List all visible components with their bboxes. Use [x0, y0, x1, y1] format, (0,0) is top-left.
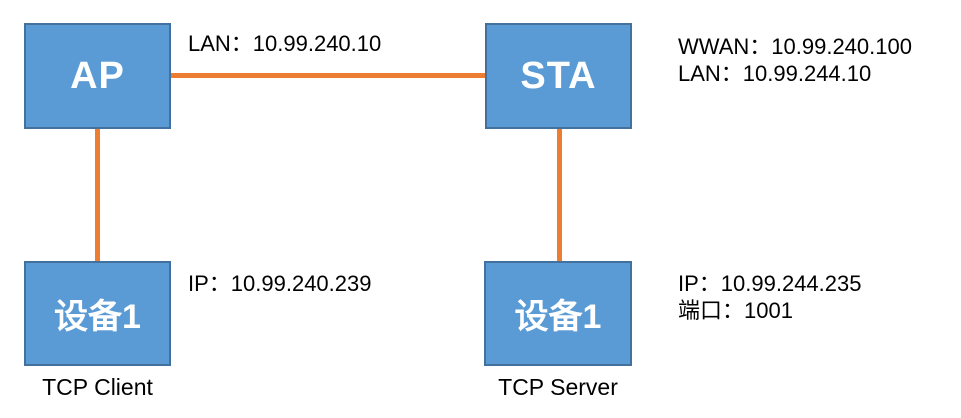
annotation-server: IP：10.99.244.235 端口：1001 [678, 270, 861, 324]
link-ap-sta [171, 73, 485, 78]
annotation-ap-sta-lan-ip: LAN：10.99.240.10 [188, 31, 382, 56]
annotation-sta-wwan-ip: WWAN：10.99.240.100 [678, 34, 912, 59]
node-server-device: 设备1 [484, 261, 632, 366]
node-ap-label: AP [70, 54, 125, 97]
annotation-server-ip: IP：10.99.244.235 [678, 271, 862, 296]
node-sta-label: STA [520, 54, 597, 97]
caption-tcp-client: TCP Client [42, 374, 153, 400]
link-sta-server-device [557, 129, 562, 261]
node-client-device-label: 设备1 [54, 298, 141, 336]
annotation-client-ip: IP：10.99.240.239 [188, 271, 372, 296]
node-ap: AP [24, 23, 171, 129]
caption-tcp-server: TCP Server [498, 374, 618, 400]
annotation-sta: WWAN：10.99.240.100 LAN：10.99.244.10 [678, 33, 912, 87]
link-ap-client-device [95, 129, 100, 261]
node-client-device: 设备1 [24, 261, 171, 366]
node-sta: STA [485, 23, 632, 129]
node-server-device-label: 设备1 [514, 298, 602, 336]
annotation-sta-lan-ip: LAN：10.99.244.10 [678, 61, 872, 86]
annotation-server-port: 端口：1001 [678, 298, 793, 323]
